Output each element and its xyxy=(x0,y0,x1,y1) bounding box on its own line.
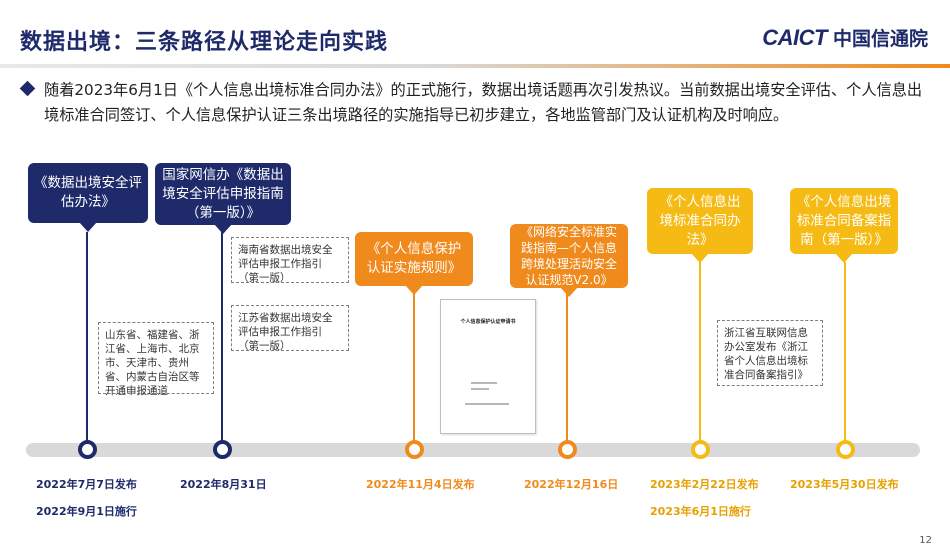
callout-assessment-guide: 国家网信办《数据出境安全评估申报指南（第一版）》 xyxy=(155,163,291,234)
connector-line-1 xyxy=(86,232,88,442)
connector-line-2 xyxy=(221,232,223,442)
date-label-5a: 2023年2月22日发布 xyxy=(650,478,759,491)
timeline-bar xyxy=(26,443,920,457)
logo-caict-text: CAICT xyxy=(762,24,827,50)
connector-line-3 xyxy=(413,293,415,442)
callout-certification-spec: 《网络安全标准实践指南—个人信息跨境处理活动安全认证规范V2.0》 xyxy=(510,224,628,297)
document-line xyxy=(465,403,509,405)
callout-certification-rules: 《个人信息保护认证实施规则》 xyxy=(355,232,473,295)
page-title: 数据出境：三条路径从理论走向实践 xyxy=(20,30,389,55)
date-label-3: 2022年11月4日发布 xyxy=(366,478,475,491)
connector-line-5 xyxy=(699,262,701,442)
document-line xyxy=(471,388,489,390)
diamond-bullet-icon xyxy=(19,80,36,97)
callout-filing-guide: 《个人信息出境标准合同备案指南（第一版）》 xyxy=(790,188,898,263)
timeline-node-6 xyxy=(836,440,855,459)
caict-logo: CAICT 中国信通院 xyxy=(762,24,928,51)
date-label-6: 2023年5月30日发布 xyxy=(790,478,899,491)
certification-application-document: 个人信息保护认证申请书 xyxy=(440,299,536,434)
intro-paragraph: 随着2023年6月1日《个人信息出境标准合同办法》的正式施行，数据出境话题再次引… xyxy=(44,81,923,124)
document-title: 个人信息保护认证申请书 xyxy=(460,319,516,325)
timeline-node-5 xyxy=(691,440,710,459)
timeline-node-3 xyxy=(405,440,424,459)
date-label-1a: 2022年7月7日发布 xyxy=(36,478,137,491)
timeline-node-4 xyxy=(558,440,577,459)
callout-data-export-assessment: 《数据出境安全评估办法》 xyxy=(28,163,148,232)
date-label-4: 2022年12月16日 xyxy=(524,478,619,491)
note-zhejiang-guide: 浙江省互联网信息办公室发布《浙江省个人信息出境标准合同备案指引》 xyxy=(717,320,823,386)
callout-standard-contract: 《个人信息出境标准合同办法》 xyxy=(647,188,753,263)
header-divider xyxy=(0,64,950,68)
timeline-node-1 xyxy=(78,440,97,459)
note-jiangsu-guide: 江苏省数据出境安全评估申报工作指引（第一版） xyxy=(231,305,349,352)
date-label-5b: 2023年6月1日施行 xyxy=(650,505,751,518)
page-number: 12 xyxy=(919,535,932,546)
timeline-node-2 xyxy=(213,440,232,459)
date-label-2: 2022年8月31日 xyxy=(180,478,267,491)
connector-line-6 xyxy=(844,262,846,442)
logo-cn-text: 中国信通院 xyxy=(832,28,928,50)
note-provinces-channels: 山东省、福建省、浙江省、上海市、北京市、天津市、贵州省、内蒙古自治区等开通申报通… xyxy=(98,322,214,397)
document-line xyxy=(471,382,497,384)
connector-line-4 xyxy=(566,293,568,442)
date-label-1b: 2022年9月1日施行 xyxy=(36,505,137,518)
note-hainan-guide: 海南省数据出境安全评估申报工作指引（第一版） xyxy=(231,237,349,284)
